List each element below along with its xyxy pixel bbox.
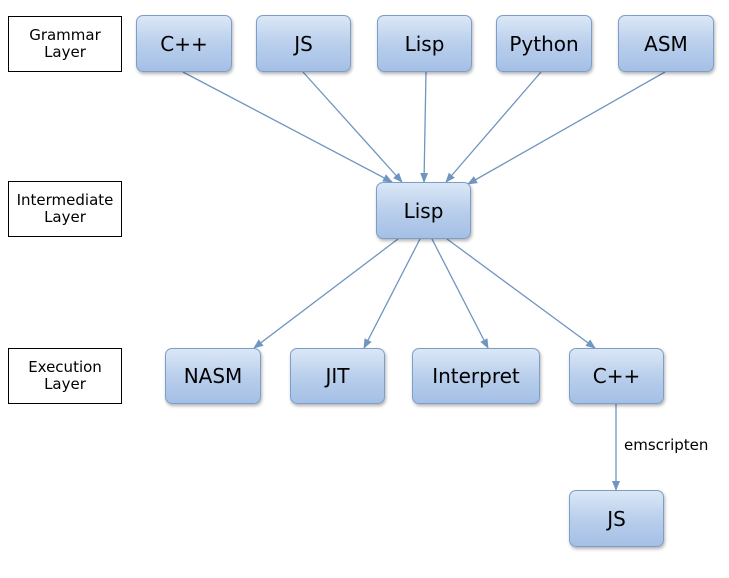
edge-lisp-to-lisp	[420, 71, 429, 183]
grammar-layer-label-line-1: Grammar	[29, 26, 101, 44]
execution-node-interpret: Interpret	[412, 348, 540, 404]
edge-lisp-to-jit	[363, 238, 421, 349]
intermediate-layer-label: Intermediate Layer	[8, 181, 122, 237]
execution-node-nasm: NASM	[165, 348, 261, 404]
grammar-node-js: JS	[256, 15, 351, 72]
execution-node-cpp: C++	[569, 348, 664, 404]
execution-layer-label: Execution Layer	[8, 348, 122, 404]
grammar-layer-label-line-2: Layer	[44, 43, 86, 61]
grammar-node-asm: ASM	[618, 15, 714, 72]
edge-lisp-to-nasm	[253, 238, 399, 349]
edge-lisp-to-interpret	[431, 238, 489, 349]
edge-js-to-lisp	[302, 71, 403, 183]
intermediate-node-lisp: Lisp	[376, 182, 471, 239]
execution-node-jit: JIT	[290, 348, 385, 404]
intermediate-layer-label-line-1: Intermediate	[16, 191, 114, 209]
execution-layer-label-line-1: Execution	[28, 358, 102, 376]
edge-asm-to-lisp	[467, 71, 666, 185]
grammar-node-cpp: C++	[136, 15, 232, 72]
emscripten-edge-label: emscripten	[624, 436, 709, 454]
grammar-node-lisp: Lisp	[377, 15, 472, 72]
edge-python-to-lisp	[445, 71, 542, 183]
edge-cpp-to-lisp	[182, 71, 393, 183]
execution-layer-label-line-2: Layer	[44, 375, 86, 393]
grammar-node-python: Python	[496, 15, 592, 72]
edge-lisp-to-cpp	[446, 238, 596, 349]
intermediate-layer-label-line-2: Layer	[44, 208, 86, 226]
output-node-js: JS	[569, 490, 664, 547]
grammar-layer-label: Grammar Layer	[8, 16, 122, 72]
